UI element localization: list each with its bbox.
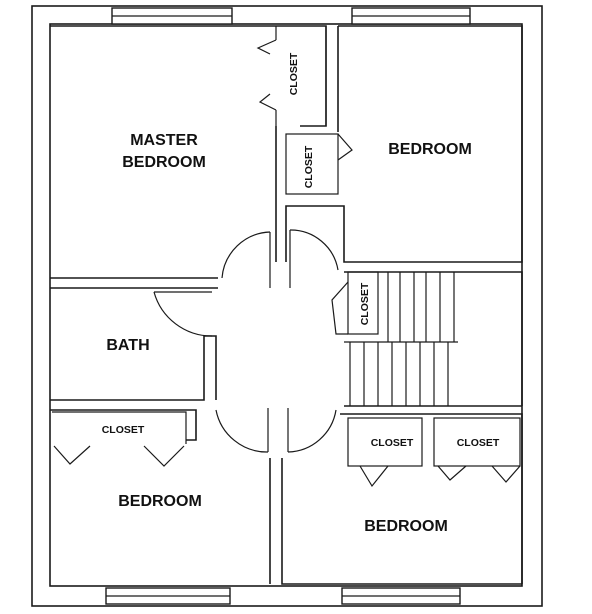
- hall-door-arc-nw: [221, 231, 271, 279]
- bedroom-bottom-left-wall-top: [50, 409, 197, 441]
- bedroom-bottom-right-label: BEDROOM: [364, 518, 448, 535]
- bedroom-bottom-right-wall: [281, 458, 522, 585]
- bottom-left-closet-doors: [53, 445, 185, 467]
- bottom-right-closet-a-label: CLOSET: [371, 437, 414, 449]
- bedroom-top-right-wall: [285, 25, 523, 263]
- master-closet-label: CLOSET: [288, 52, 300, 95]
- bedroom-bottom-left-label: BEDROOM: [118, 493, 202, 510]
- hall-door-arc-se: [287, 409, 337, 453]
- bottom-right-closet-b-box: [433, 417, 521, 467]
- master-bedroom-label-line1: MASTER: [130, 132, 198, 149]
- stair-closet-door: [331, 281, 349, 335]
- bedroom-top-right-label: BEDROOM: [388, 141, 472, 158]
- stairs-upper: [344, 272, 458, 343]
- hall-door-arc-ne: [289, 229, 339, 271]
- hall-door-arc-sw: [215, 409, 269, 453]
- bath-wall-bottom: [50, 335, 217, 401]
- hall-closet-upper-door: [337, 133, 353, 161]
- bottom-right-closet-b-doors: [437, 465, 521, 483]
- hall-closet-upper-label: CLOSET: [303, 145, 315, 188]
- bottom-left-closet-box: [52, 411, 187, 444]
- bath-door-arc: [153, 291, 213, 337]
- bottom-right-closet-b-label: CLOSET: [457, 437, 500, 449]
- stair-closet-box: [347, 271, 379, 335]
- outer-wall: [31, 5, 543, 607]
- bedroom-bottom-right-wall-top: [340, 413, 523, 584]
- bottom-right-closet-a-door: [359, 465, 389, 488]
- master-closet-wall: [275, 26, 327, 126]
- hall-closet-upper-box: [285, 133, 339, 195]
- stair-wall-top: [344, 271, 523, 406]
- bottom-left-closet-label: CLOSET: [102, 424, 145, 436]
- bath-label: BATH: [106, 337, 149, 354]
- master-bedroom-wall-top: [50, 25, 327, 127]
- bottom-right-closet-a-box: [347, 417, 423, 467]
- stair-closet-label: CLOSET: [359, 282, 371, 325]
- master-bedroom-label-line2: BEDROOM: [122, 154, 206, 171]
- master-closet-doors: [256, 39, 277, 111]
- stairs-lower: [349, 342, 449, 406]
